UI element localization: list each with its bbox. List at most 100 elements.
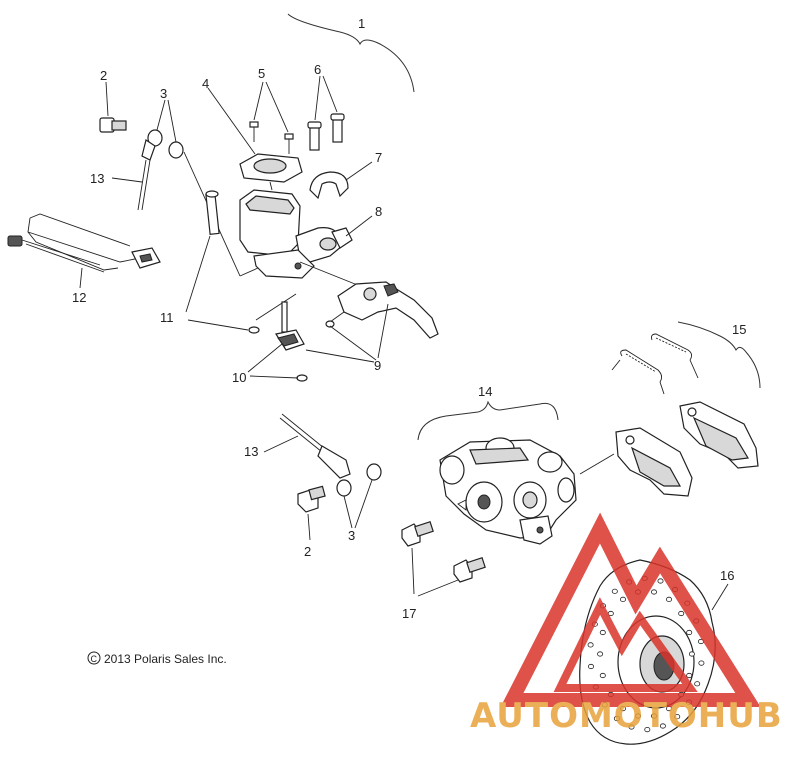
disc-hole [613,715,620,722]
disc-hole [688,651,695,657]
callout-16: 16 [720,568,734,583]
disc-hole [644,726,651,733]
callout-3-bottom: 3 [348,528,355,543]
disc-hole [686,672,693,679]
callout-3-top: 3 [160,86,167,101]
callout-14: 14 [478,384,492,399]
callout-7: 7 [375,150,382,165]
callout-2-top: 2 [100,68,107,83]
disc-hole [651,589,658,595]
disc-hole [597,651,604,657]
banjo-bolt-bottom [297,485,326,513]
callout-8: 8 [375,204,382,219]
leader-9-c [305,349,375,363]
brace-assembly-1 [287,13,415,93]
leader-16 [711,583,729,611]
disc-hole [599,629,606,636]
handlebar-clamp [309,171,349,200]
disc-hole [678,610,685,617]
callout-13-top: 13 [90,171,104,186]
leader-3-top-a [156,99,166,131]
disc-hole [657,578,664,584]
automotohub-watermark: AUTOMOTOHUB [470,512,783,736]
leader-13-bottom [263,435,299,453]
leader-11-b [187,319,249,331]
leader-10-a [247,343,283,373]
callout-1: 1 [358,16,365,31]
leader-6-a [314,75,321,121]
disc-hole [628,724,635,730]
leader-17-a [411,547,415,595]
disc-hole [611,588,618,594]
assembly-line-a [299,261,366,289]
leader-13-top [111,177,143,183]
leader-3-bottom-b [354,479,373,529]
callout-15: 15 [732,322,746,337]
disc-hole [659,723,666,729]
disc-hole [694,681,701,687]
disc-hole [666,596,673,603]
switch-plunger [275,301,308,382]
assembly-line-c [239,267,259,277]
leader-12 [79,267,83,289]
copyright-text: 2013 Polaris Sales Inc. [104,652,227,666]
leader-9-b [377,303,389,359]
callout-13-bottom: 13 [244,444,258,459]
leader-17-b [417,579,459,597]
disc-hole [698,660,705,666]
leader-11-a [185,235,211,313]
leader-5-b [265,81,289,133]
leader-9-a [329,325,377,361]
crush-washers-bottom [336,463,382,497]
disc-hole [686,629,693,636]
watermark-text: AUTOMOTOHUB [470,696,783,736]
master-cylinder-body [239,189,353,279]
callout-2-bottom: 2 [304,544,311,559]
leader-8 [345,215,373,237]
leader-2-top [105,81,109,117]
cap-screws [249,121,294,154]
callout-9: 9 [374,358,381,373]
banjo-bolt-top [99,117,127,133]
assembly-line-d [255,293,297,321]
callout-5: 5 [258,66,265,81]
leader-6-b [322,75,338,113]
brake-lever [325,281,439,339]
copyright-notice: C 2013 Polaris Sales Inc. [87,651,227,666]
disc-hole [635,713,642,719]
disc-hole [674,714,681,720]
disc-hole [651,713,658,719]
brake-pads [615,401,759,497]
caliper-bolts [401,521,486,583]
automotohub-logo-icon [500,512,761,707]
disc-hole [588,663,595,670]
brace-caliper-14 [417,400,559,441]
callout-11: 11 [160,310,174,325]
disc-hole [620,596,627,603]
leader-4 [207,87,256,155]
leader-2-bottom [307,513,311,541]
callout-6: 6 [314,62,321,77]
callout-17: 17 [402,606,416,621]
disc-hole [587,642,594,648]
clamp-bolts [307,113,345,151]
disc-hole [599,672,606,679]
brake-caliper [439,437,577,545]
brake-line-bottom [279,413,351,479]
assembly-line-e [579,453,615,475]
brace-pads-15 [677,321,761,389]
reservoir-cap [239,153,303,191]
pad-springs [611,333,699,395]
callout-10: 10 [232,370,246,385]
leader-10-b [249,375,299,379]
callout-4: 4 [202,76,209,91]
brake-line-top [137,139,156,211]
leader-3-top-b [167,99,177,143]
brake-switch-harness [7,213,161,273]
pivot-pin [205,190,260,334]
crush-washers-top [147,129,184,159]
callout-12: 12 [72,290,86,305]
leader-5-a [253,81,264,121]
leader-3-bottom-a [343,495,353,529]
